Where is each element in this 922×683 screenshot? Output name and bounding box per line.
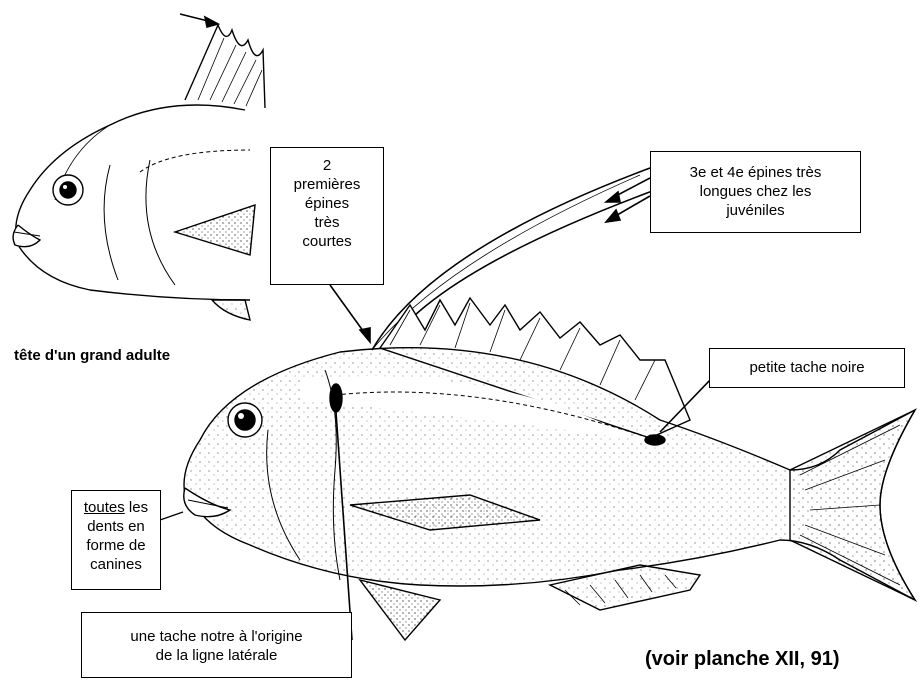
dorsal-black-spot <box>645 435 665 445</box>
label-lateral-line-spot: une tache notre à l'origine de la ligne … <box>81 612 352 678</box>
short-spines-line-1: 2 <box>271 156 383 175</box>
short-spines-line-4: très <box>271 213 383 232</box>
teeth-rest-word: les <box>125 499 148 516</box>
short-spines-line-3: épines <box>271 194 383 213</box>
teeth-line-3: forme de <box>72 536 160 555</box>
label-teeth: toutes les dents en forme de canines <box>71 490 161 590</box>
short-spines-line-5: courtes <box>271 232 383 251</box>
pelvic-fin <box>360 580 440 640</box>
teeth-line-1: toutes les <box>72 498 160 517</box>
lateral-line-spot <box>330 384 342 412</box>
teeth-underlined-word: toutes <box>84 499 125 516</box>
adult-head-drawing <box>13 25 265 320</box>
teeth-line-4: canines <box>72 555 160 574</box>
caption-adult-head: tête d'un grand adulte <box>14 347 170 364</box>
teeth-line-2: dents en <box>72 517 160 536</box>
short-spines-line-2: premières <box>271 175 383 194</box>
lateral-line-line-1: une tache notre à l'origine <box>82 627 351 646</box>
long-spines-line-3: juvéniles <box>651 201 860 220</box>
lateral-line-line-2: de la ligne latérale <box>82 646 351 665</box>
caudal-fin <box>790 410 915 600</box>
adult-head-outline <box>16 105 250 300</box>
label-black-spot: petite tache noire <box>709 348 905 388</box>
long-spines-line-2: longues chez les <box>651 182 860 201</box>
label-short-spines: 2 premières épines très courtes <box>270 147 384 285</box>
label-long-spines: 3e et 4e épines très longues chez les ju… <box>650 151 861 233</box>
arrow-first-spine <box>180 14 218 27</box>
caption-plate-reference: (voir planche XII, 91) <box>645 648 840 671</box>
black-spot-text: petite tache noire <box>710 358 904 377</box>
long-spines-line-1: 3e et 4e épines très <box>651 163 860 182</box>
adult-pectoral-fin <box>175 205 255 255</box>
